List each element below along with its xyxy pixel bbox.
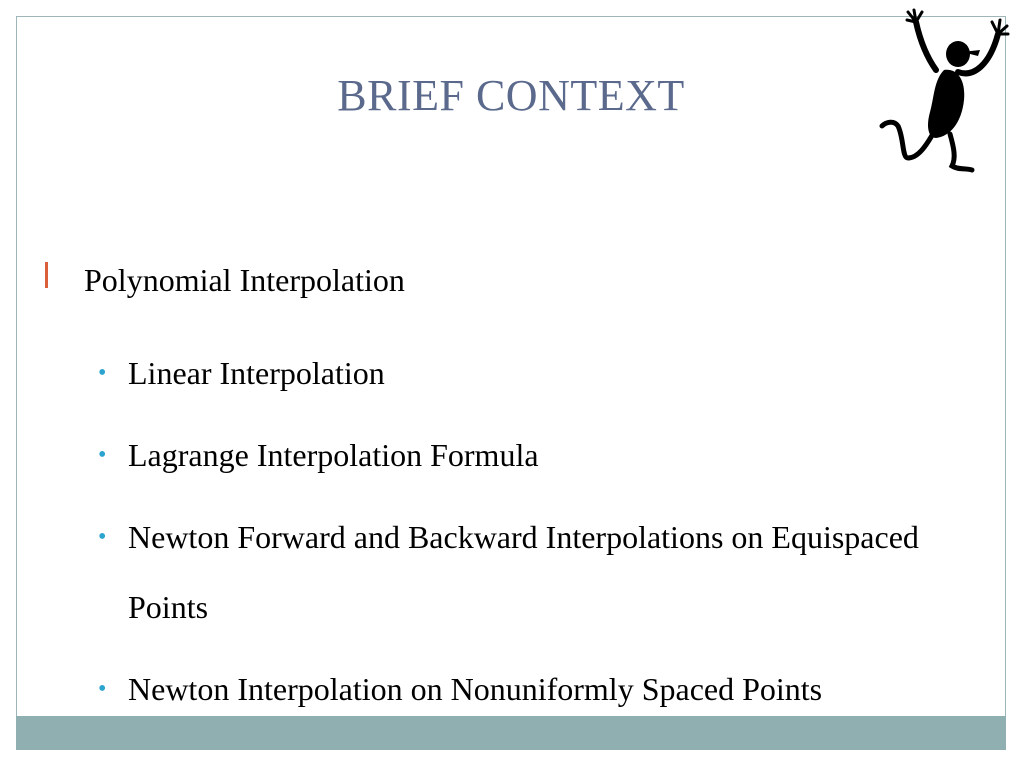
level1-marker	[45, 262, 48, 288]
bullet-text: Linear Interpolation	[128, 355, 385, 391]
bullet-text: Lagrange Interpolation Formula	[128, 437, 539, 473]
bullet-text: Newton Forward and Backward Interpolatio…	[128, 519, 919, 625]
bullet-item: • Newton Forward and Backward Interpolat…	[40, 502, 980, 642]
bullet-level1-text: Polynomial Interpolation	[84, 262, 405, 298]
bullet-item: • Lagrange Interpolation Formula	[40, 420, 980, 490]
bullet-dot-icon: •	[98, 524, 107, 550]
bullet-dot-icon: •	[98, 360, 107, 386]
dancing-stick-figure-icon	[879, 8, 1010, 173]
slide-title: BRIEF CONTEXT	[337, 71, 685, 120]
bullet-level1-item: Polynomial Interpolation	[40, 256, 980, 304]
bullet-item: • Newton Interpolation on Nonuniformly S…	[40, 654, 980, 724]
slide-frame	[16, 16, 1006, 750]
slide-body: Polynomial Interpolation • Linear Interp…	[40, 256, 980, 724]
footer-bar	[16, 716, 1006, 750]
bullet-item: • Linear Interpolation	[40, 338, 980, 408]
bullet-text: Newton Interpolation on Nonuniformly Spa…	[128, 671, 823, 707]
bullet-dot-icon: •	[98, 442, 107, 468]
bullet-dot-icon: •	[98, 676, 107, 702]
